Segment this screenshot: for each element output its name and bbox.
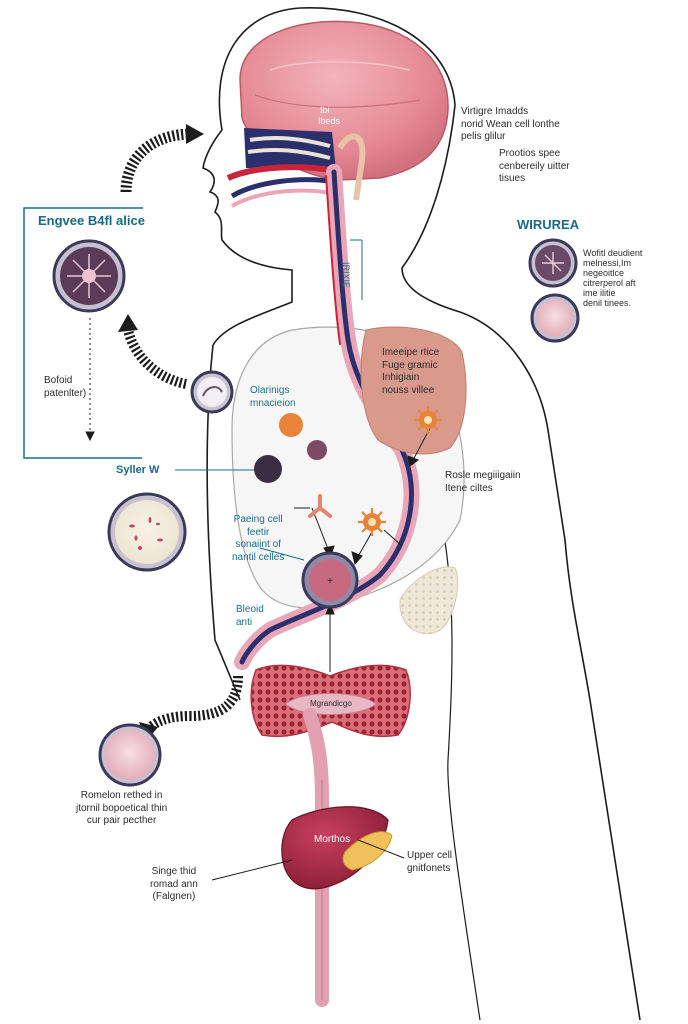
curved-arrow-mid	[123, 328, 188, 389]
left-box-note: Bofoid patenlter)	[44, 375, 87, 399]
gland-label: Mgrandicgo	[310, 699, 352, 708]
cell-pink-lower-left	[98, 723, 162, 787]
orange-dot	[279, 413, 303, 437]
top-right-note-2: Prootios spee cenbereily uitter tisues	[499, 148, 570, 184]
liver-label: Morthos	[314, 834, 351, 845]
left-side-label: Syller W	[116, 464, 160, 476]
virus-icon-upper	[414, 406, 442, 434]
svg-text:+: +	[327, 576, 333, 587]
left-box-title: Engvee B4fl alice	[38, 213, 145, 228]
cell-small-left	[190, 370, 234, 414]
dark-dot	[254, 455, 282, 483]
stomach-note: Imeeipe rtice Fuge gramic Inhigiain nous…	[382, 347, 440, 396]
blood-label: Bleoid anti	[236, 604, 264, 628]
top-right-note-1: Virtigre Imadds norid Wean cell lonthe p…	[461, 106, 560, 142]
curved-arrow-top-head	[186, 124, 204, 144]
curved-arrow-top	[120, 128, 189, 193]
brain-label-bottom: Ibeds	[318, 116, 341, 126]
liver-organ	[281, 806, 393, 890]
cell-right-top	[528, 238, 578, 288]
right-cells-note: Wofitl deudient melnessi,Im negeoitlce c…	[583, 248, 643, 308]
liver-right-note: Upper cell gnitfonets	[407, 850, 453, 874]
nasal-airway	[226, 128, 366, 208]
stomach-organ	[360, 326, 467, 455]
cell-center-target: +	[301, 551, 359, 609]
virus-icon-lower	[358, 508, 386, 536]
liver-left-note: Singe thid romad ann (Falgnen)	[150, 866, 198, 902]
cell-right-bottom	[530, 293, 580, 343]
cell-cream-left	[107, 492, 187, 572]
right-heading: WIRUREA	[517, 217, 580, 232]
fat-tissue	[399, 566, 459, 635]
digestive-tract	[234, 164, 420, 670]
antibody-icon	[308, 494, 332, 518]
cell-left-spiky	[52, 239, 126, 313]
curved-arrow-mid-head	[118, 314, 138, 332]
plum-dot	[307, 440, 327, 460]
brain-label-top: Ibi	[320, 105, 330, 115]
center-note: Paeing cell feetir sonaiint of nantil ce…	[232, 514, 285, 563]
connector-lines	[85, 239, 431, 881]
esophagus-label: IRIXIE	[341, 262, 351, 289]
right-mid-note: Rosle megiiigaiin Itene ciltes	[445, 470, 521, 494]
chest-note: Olarinigs mnacieion	[250, 385, 296, 409]
curved-arrow-low	[144, 675, 243, 734]
left-info-box	[23, 207, 143, 459]
lower-left-note: Romelon rethed in jtornil bopoetical thi…	[76, 790, 168, 826]
